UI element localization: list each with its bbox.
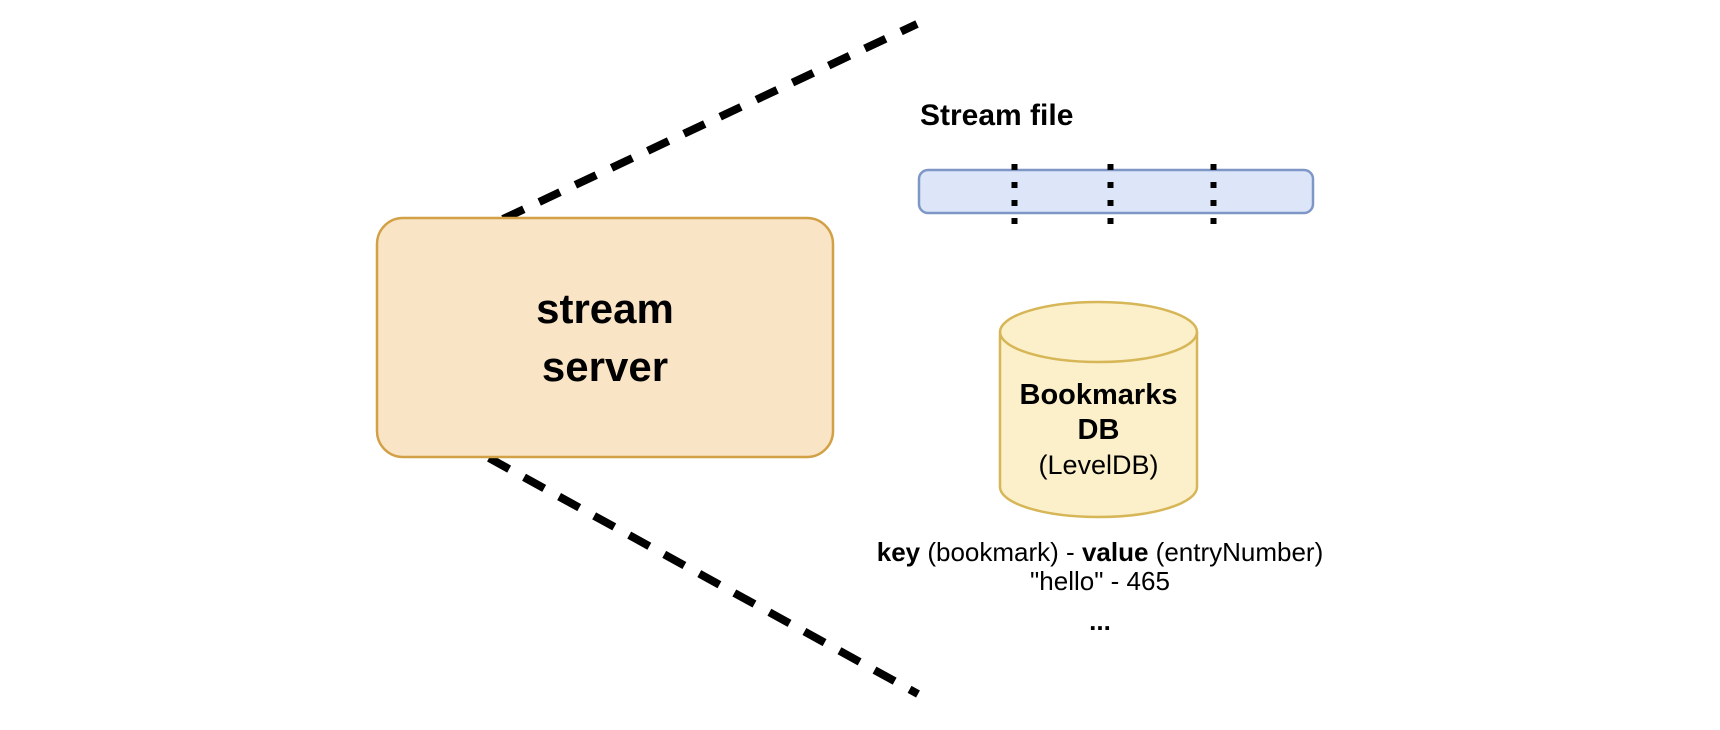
- kv-example-line: "hello" - 465: [1030, 566, 1170, 596]
- bookmarks-db-name-line2: DB: [1077, 414, 1120, 446]
- bookmarks-db-label: Bookmarks DB (LevelDB): [1000, 378, 1197, 482]
- kv-legend: key (bookmark) - value (entryNumber) "he…: [850, 538, 1350, 636]
- dashed-connector-top: [501, 20, 919, 223]
- kv-key-suffix: (bookmark) -: [920, 537, 1082, 567]
- bookmarks-db-name-line1: Bookmarks: [1019, 379, 1178, 411]
- dashed-connector-bottom: [487, 454, 920, 698]
- kv-legend-schema-line: key (bookmark) - value (entryNumber): [850, 538, 1350, 567]
- kv-ellipsis: ...: [1089, 606, 1111, 636]
- stream-file-title: Stream file: [920, 99, 1074, 132]
- kv-value-label: value: [1081, 537, 1149, 567]
- bookmarks-db-cylinder: [998, 300, 1199, 519]
- stream-server-box: [375, 216, 835, 459]
- stream-file-bar: [917, 168, 1315, 215]
- kv-key-label: key: [876, 537, 921, 567]
- kv-value-suffix: (entryNumber): [1148, 537, 1324, 567]
- stream-server-label: stream server: [536, 284, 674, 390]
- bookmarks-db-cylinder-lip: [998, 331, 1199, 364]
- bookmarks-db-subtitle: (LevelDB): [1038, 450, 1159, 480]
